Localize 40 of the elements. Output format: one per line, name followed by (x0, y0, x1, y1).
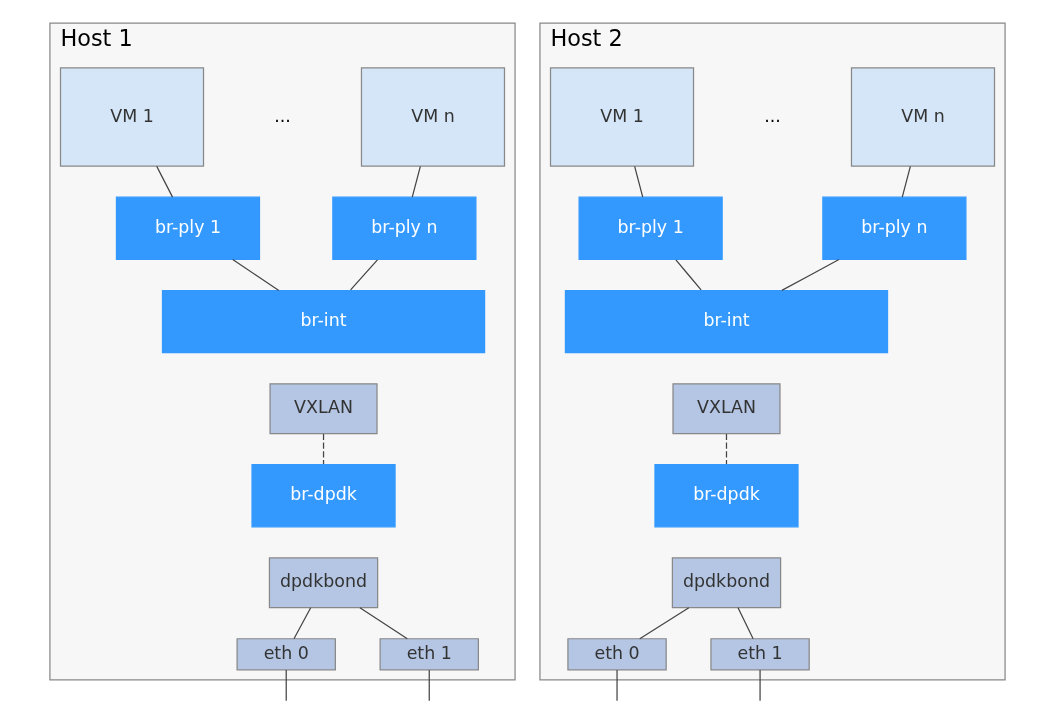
node-box: br-ply n (331, 196, 476, 261)
connector (428, 669, 430, 702)
node-box: eth 0 (566, 638, 667, 671)
node-box: eth 1 (709, 638, 810, 671)
node-box: dpdkbond (268, 557, 378, 609)
node-box: br-dpdk (250, 464, 396, 528)
node-box: br-int (161, 289, 485, 354)
connector (349, 259, 378, 291)
connector (411, 165, 421, 198)
node-box: br-ply 1 (115, 196, 260, 261)
node-box: br-ply n (821, 196, 966, 261)
node-box: br-ply 1 (578, 196, 723, 261)
node-box: VXLAN (268, 383, 378, 435)
node-box: eth 0 (236, 638, 336, 671)
connector (231, 258, 279, 292)
connector (322, 433, 324, 465)
node-box: br-dpdk (653, 464, 799, 528)
connector (615, 669, 618, 702)
connector (638, 607, 689, 640)
node-box: VM n (850, 67, 995, 167)
node-box: VM n (360, 67, 505, 167)
node-box: dpdkbond (671, 557, 781, 609)
connector (633, 165, 643, 198)
connector (780, 258, 840, 292)
connector (758, 669, 761, 702)
node-box: VM 1 (549, 67, 694, 167)
connector (736, 607, 754, 640)
node-box: VXLAN (671, 383, 781, 435)
node-box: VM 1 (59, 67, 204, 167)
connector (901, 165, 911, 198)
connector (674, 259, 702, 291)
label: ... (273, 105, 291, 126)
connector (285, 669, 287, 702)
connector (155, 165, 173, 198)
label: ... (763, 105, 781, 126)
connector (725, 433, 727, 465)
node-box: eth 1 (379, 638, 479, 671)
node-box: br-int (564, 289, 888, 354)
connector (358, 607, 408, 640)
connector (292, 607, 311, 640)
